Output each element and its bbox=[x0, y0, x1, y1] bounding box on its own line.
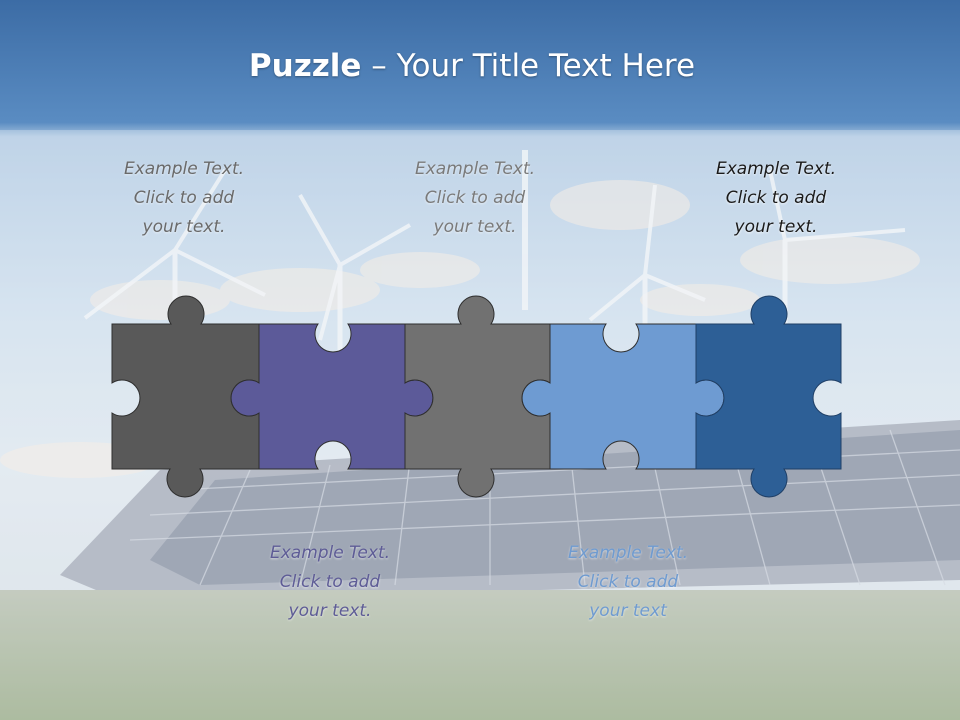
caption-4[interactable]: Example Text. Click to add your text. bbox=[240, 539, 420, 626]
piece-5[interactable] bbox=[695, 295, 842, 498]
caption-line: Click to add bbox=[725, 188, 827, 208]
caption-line: your text. bbox=[288, 601, 372, 621]
caption-line: Example Text. bbox=[567, 543, 689, 563]
caption-line: Example Text. bbox=[715, 159, 837, 179]
caption-2[interactable]: Example Text. Click to add your text. bbox=[385, 155, 565, 242]
piece-2[interactable] bbox=[230, 323, 434, 470]
grass bbox=[0, 590, 960, 720]
caption-line: Click to add bbox=[279, 572, 381, 592]
caption-line: Click to add bbox=[133, 188, 235, 208]
caption-3[interactable]: Example Text. Click to add your text. bbox=[686, 155, 866, 242]
caption-5[interactable]: Example Text. Click to add your text bbox=[538, 539, 718, 626]
caption-line: Example Text. bbox=[414, 159, 536, 179]
caption-line: your text bbox=[589, 601, 667, 621]
slide-title: Puzzle – Your Title Text Here bbox=[0, 48, 944, 84]
caption-line: your text. bbox=[433, 217, 517, 237]
caption-line: Click to add bbox=[577, 572, 679, 592]
caption-line: Example Text. bbox=[123, 159, 245, 179]
title-bold: Puzzle bbox=[248, 48, 362, 84]
caption-line: Click to add bbox=[424, 188, 526, 208]
caption-1[interactable]: Example Text. Click to add your text. bbox=[94, 155, 274, 242]
title-rest: – Your Title Text Here bbox=[361, 48, 696, 84]
caption-line: Example Text. bbox=[269, 543, 391, 563]
caption-line: your text. bbox=[734, 217, 818, 237]
caption-line: your text. bbox=[142, 217, 226, 237]
piece-4[interactable] bbox=[521, 323, 725, 470]
